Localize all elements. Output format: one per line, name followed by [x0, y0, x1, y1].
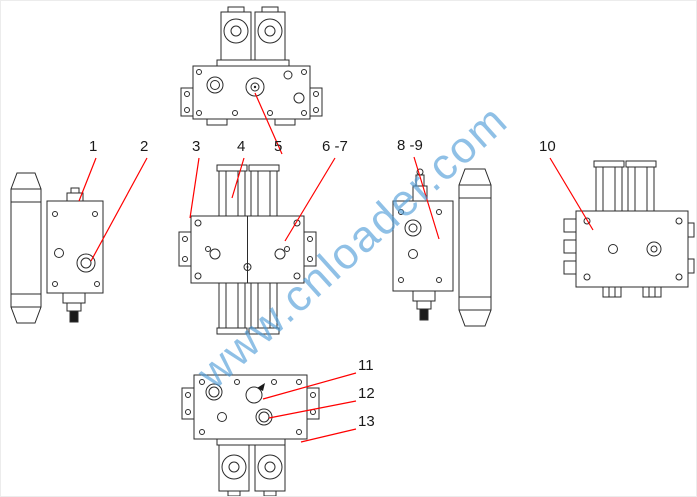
pilot-cylinder	[216, 282, 248, 335]
drain-fitting	[412, 290, 436, 321]
bolt-holes	[583, 217, 683, 281]
valve-body	[192, 65, 311, 120]
port-flange	[309, 87, 323, 117]
bolt-holes	[398, 209, 442, 283]
callout-11: 11	[358, 357, 374, 374]
callout-4: 4	[237, 138, 246, 155]
callout-5: 5	[274, 138, 283, 155]
valve-body	[46, 200, 104, 294]
callout-2: 2	[140, 138, 149, 155]
view-plan	[563, 160, 695, 298]
hex-plug	[255, 408, 273, 426]
callout-1: 1	[89, 138, 98, 155]
mount-foot	[274, 118, 296, 126]
port-hole	[293, 92, 305, 104]
view-left-side	[10, 172, 104, 324]
coil-base-plate	[216, 438, 286, 446]
accumulator-cylinder	[458, 168, 492, 327]
port-flange	[303, 231, 317, 267]
port-flange	[181, 387, 195, 420]
hex-plug	[404, 219, 422, 237]
view-right-side	[392, 168, 492, 327]
relief-valve	[412, 168, 428, 202]
valve-body	[575, 210, 689, 288]
check-valve	[245, 383, 265, 404]
callout-3: 3	[192, 138, 201, 155]
solenoid-coil	[254, 444, 286, 496]
view-bottom	[181, 374, 320, 496]
pilot-cylinder	[248, 282, 280, 335]
mount-foot	[206, 118, 228, 126]
port-hole	[54, 248, 64, 258]
port-hole	[274, 248, 286, 260]
hex-plug	[205, 383, 223, 401]
accumulator-cylinder	[10, 172, 42, 324]
view-top-assembly	[180, 6, 323, 126]
solenoid-coil	[218, 444, 250, 496]
hex-plug	[206, 76, 224, 94]
port-hole	[283, 70, 293, 80]
port-hole	[209, 248, 221, 260]
solenoid-coil	[625, 160, 657, 212]
center-port	[245, 77, 265, 97]
solenoid-coil	[220, 6, 252, 61]
port-flange	[306, 387, 320, 420]
pilot-cylinder	[216, 164, 248, 217]
view-front	[178, 164, 317, 335]
callout-12: 12	[358, 385, 375, 402]
callout-10: 10	[539, 138, 556, 155]
solenoid-coil	[593, 160, 625, 212]
hex-plug	[646, 241, 662, 257]
hex-plugs	[602, 286, 662, 298]
callout-8-9: 8 -9	[397, 137, 423, 154]
port-flange	[180, 87, 194, 117]
port-flange	[178, 231, 192, 267]
coil-base-plate	[216, 59, 290, 67]
port-flanges	[563, 218, 695, 275]
breather-plug	[66, 187, 84, 202]
pilot-cylinder	[248, 164, 280, 217]
solenoid-coil	[254, 6, 286, 61]
hex-plug	[76, 253, 96, 273]
callout-6-7: 6 -7	[322, 138, 348, 155]
port-hole	[608, 244, 618, 254]
callout-13: 13	[358, 413, 375, 430]
drain-fitting	[62, 292, 86, 323]
port-hole	[217, 412, 227, 422]
center-orifice	[243, 263, 252, 271]
port-hole	[408, 249, 418, 259]
